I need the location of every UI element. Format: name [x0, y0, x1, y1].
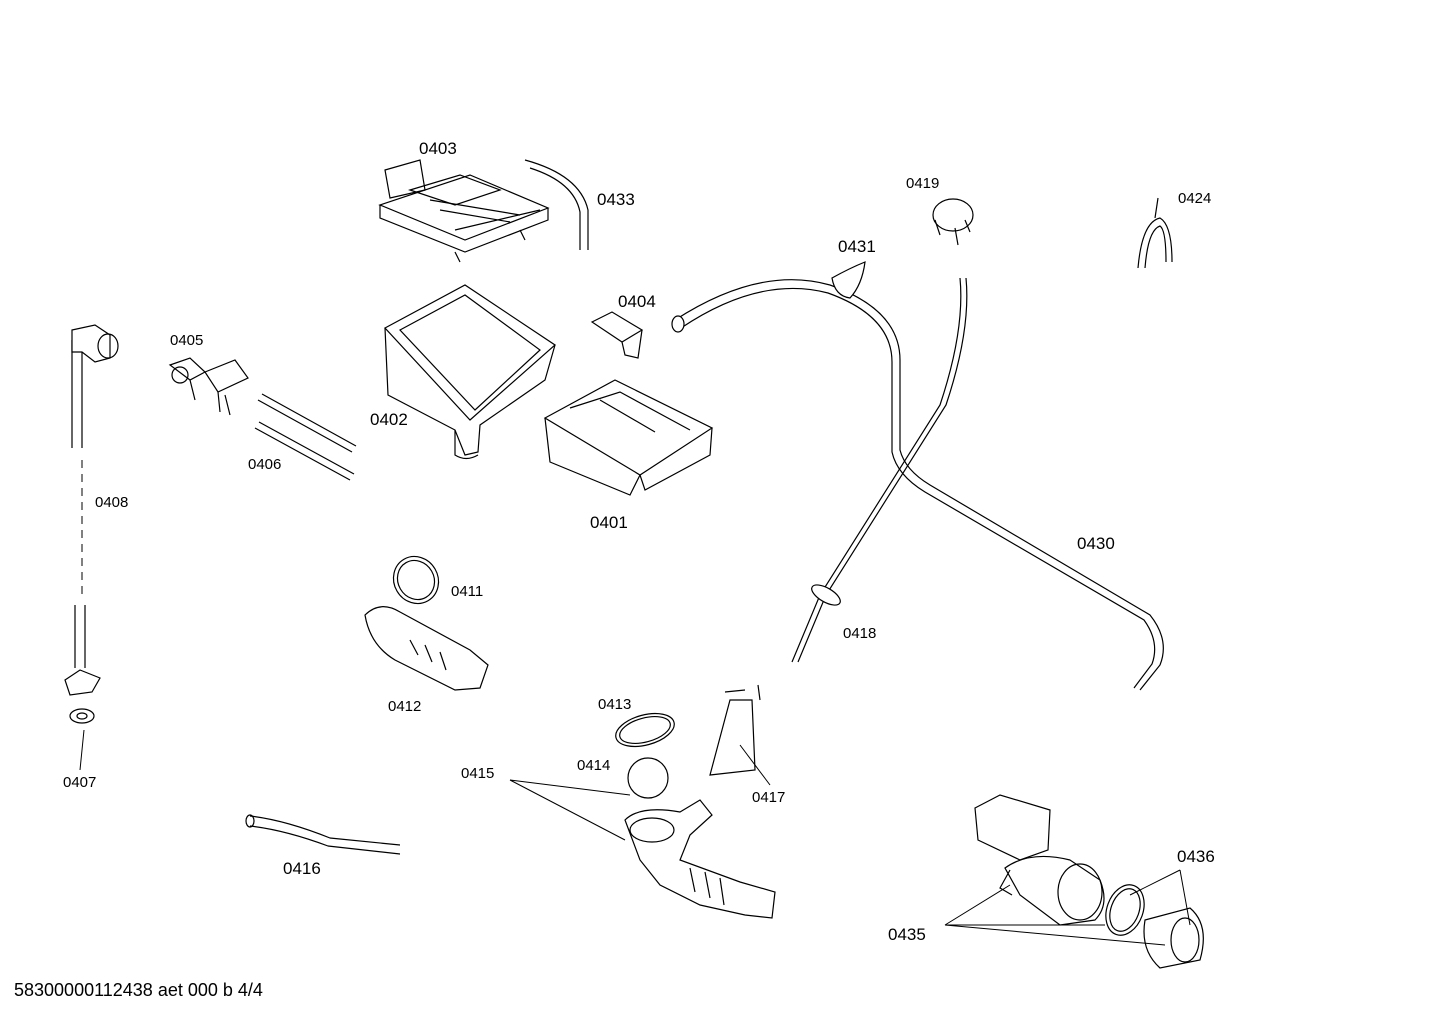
part-0431-grommet — [831, 261, 866, 299]
part-0402-dispenser-housing — [384, 284, 556, 460]
part-0405-inlet-valve — [168, 357, 249, 416]
label-0424: 0424 — [1178, 190, 1211, 207]
label-0403: 0403 — [419, 139, 457, 158]
part-0430-long-hose — [671, 279, 1164, 691]
label-0407: 0407 — [63, 774, 96, 791]
part-0411-gasket-ring — [392, 555, 440, 605]
leader-lines — [509, 744, 1191, 946]
part-0419-pressure-switch — [932, 198, 974, 246]
part-0407-washer — [69, 708, 95, 771]
part-0414-ball — [627, 757, 669, 799]
part-0417-pressure-chamber — [709, 684, 761, 776]
label-0412: 0412 — [388, 698, 421, 715]
label-0413: 0413 — [598, 696, 631, 713]
part-0412-bellows-hose — [364, 606, 489, 691]
label-0416: 0416 — [283, 859, 321, 878]
drawing-footer-code: 58300000112438 aet 000 b 4/4 — [14, 980, 263, 1000]
label-0401: 0401 — [590, 513, 628, 532]
part-0433-hose — [524, 159, 589, 250]
part-0413-seal-ring — [615, 712, 675, 748]
part-0406-hoses — [254, 393, 357, 481]
part-0408-inlet-pipe — [64, 324, 119, 696]
label-0418: 0418 — [843, 625, 876, 642]
label-0402: 0402 — [370, 410, 408, 429]
label-0417: 0417 — [752, 789, 785, 806]
label-0408: 0408 — [95, 494, 128, 511]
part-0401-detergent-drawer — [543, 379, 714, 496]
part-0416-drain-hose — [245, 814, 401, 855]
part-0436-filter-seal — [1105, 884, 1204, 969]
label-0419: 0419 — [906, 175, 939, 192]
part-0403-dispenser-cover — [378, 159, 550, 263]
label-0430: 0430 — [1077, 534, 1115, 553]
part-0424-hose-bracket — [1137, 197, 1173, 269]
label-0405: 0405 — [170, 332, 203, 349]
label-0406: 0406 — [248, 456, 281, 473]
part-0404-clip — [590, 311, 644, 359]
label-0435: 0435 — [888, 925, 926, 944]
label-0431: 0431 — [838, 237, 876, 256]
part-0415-sump-hose — [624, 799, 776, 919]
part-0435-drain-pump — [974, 794, 1105, 926]
label-0415: 0415 — [461, 765, 494, 782]
part-0418-pressure-hose — [791, 277, 968, 663]
label-0411: 0411 — [451, 583, 483, 600]
label-0414: 0414 — [577, 757, 610, 774]
label-0433: 0433 — [597, 190, 635, 209]
label-0404: 0404 — [618, 292, 656, 311]
label-0436: 0436 — [1177, 847, 1215, 866]
